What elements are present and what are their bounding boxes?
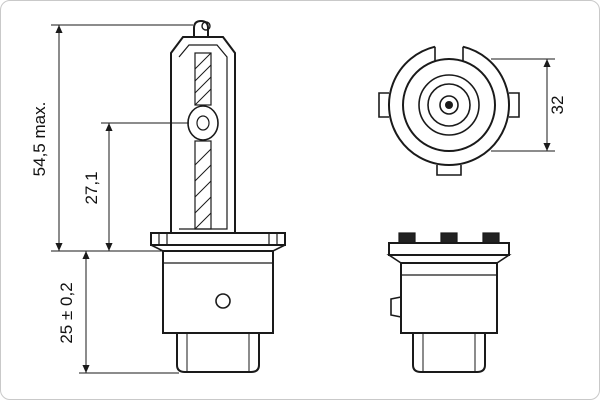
upper-electrode [194,52,212,106]
center-hub [439,95,459,115]
bulb-side-view [150,19,286,373]
base-side [150,232,286,373]
label-total-height: 54,5 max. [30,102,49,177]
dimension-annotations [51,24,555,374]
dimension-labels: 54,5 max. 27,1 25 ± 0,2 32 [30,96,567,344]
bulb-top-view [378,45,520,176]
center-dot [445,101,453,109]
tip-nipple [201,21,211,31]
side-nub [390,296,402,318]
contact-hole [215,293,231,309]
inner-glass-tube [178,44,228,230]
key-notch [434,46,464,62]
base-front-view [386,232,512,373]
label-base-height: 25 ± 0,2 [57,282,76,343]
flange-circle [402,58,496,152]
outer-ring [388,45,510,166]
lug-bottom [436,165,462,176]
lug-left [378,92,389,118]
label-arc-center-height: 27,1 [82,171,101,204]
outer-glass-tube [170,36,236,234]
key-teeth [398,232,500,244]
ring-circle-outer [418,74,480,136]
lug-right [509,92,520,118]
bulb-tip [193,19,209,37]
ring-circle-inner [427,83,471,127]
label-ring-diameter: 32 [548,96,567,115]
arc-chamber [187,105,219,141]
lower-electrode [194,140,212,230]
